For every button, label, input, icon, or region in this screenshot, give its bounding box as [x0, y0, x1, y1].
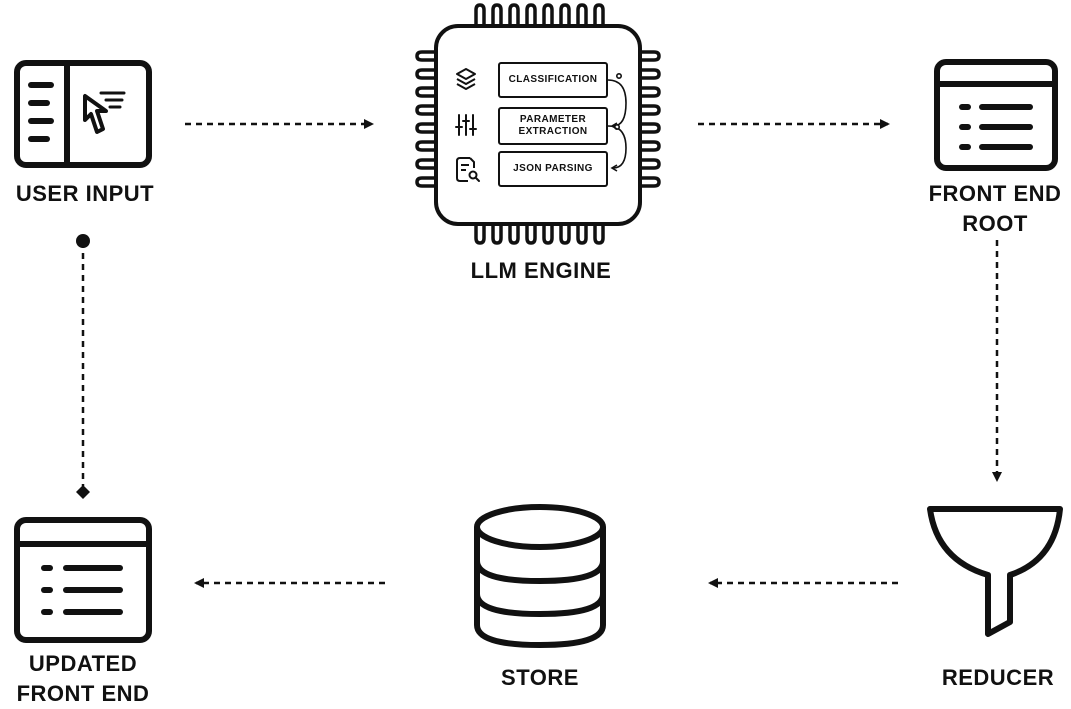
step-parameter-label-line2: EXTRACTION [518, 126, 588, 137]
label-updated-front-end-line2: FRONT END [16, 681, 150, 706]
label-user-input: USER INPUT [15, 181, 155, 206]
label-llm-engine: LLM ENGINE [470, 258, 612, 283]
label-updated-front-end: UPDATED FRONT END [0, 649, 176, 709]
step-classification-label: CLASSIFICATION [508, 74, 598, 85]
step-parameter-label-line1: PARAMETER [519, 114, 587, 125]
funnel-icon [927, 506, 1063, 637]
label-reducer: REDUCER [941, 665, 1055, 690]
updated-front-end-window-icon [14, 517, 152, 643]
front-end-window-icon [934, 59, 1058, 171]
step-parameter-extraction: PARAMETER EXTRACTION [498, 107, 608, 145]
label-store: STORE [501, 665, 579, 690]
database-icon [474, 504, 606, 649]
layers-icon [456, 68, 476, 90]
label-front-end-root-line2: ROOT [962, 211, 1028, 236]
user-input-icon [14, 60, 152, 168]
label-front-end-root: FRONT END ROOT [905, 179, 1071, 239]
label-updated-front-end-line1: UPDATED [28, 651, 138, 676]
step-json-parsing: JSON PARSING [498, 151, 608, 187]
connector-start-dot [76, 234, 90, 248]
step-connectors [607, 73, 627, 172]
step-classification: CLASSIFICATION [498, 62, 608, 98]
step-json-parsing-label: JSON PARSING [513, 163, 593, 174]
label-front-end-root-line1: FRONT END [928, 181, 1062, 206]
sliders-icon [455, 114, 477, 136]
arrows [81, 119, 1002, 588]
connector-end-diamond [76, 485, 90, 499]
document-search-icon [456, 157, 480, 182]
